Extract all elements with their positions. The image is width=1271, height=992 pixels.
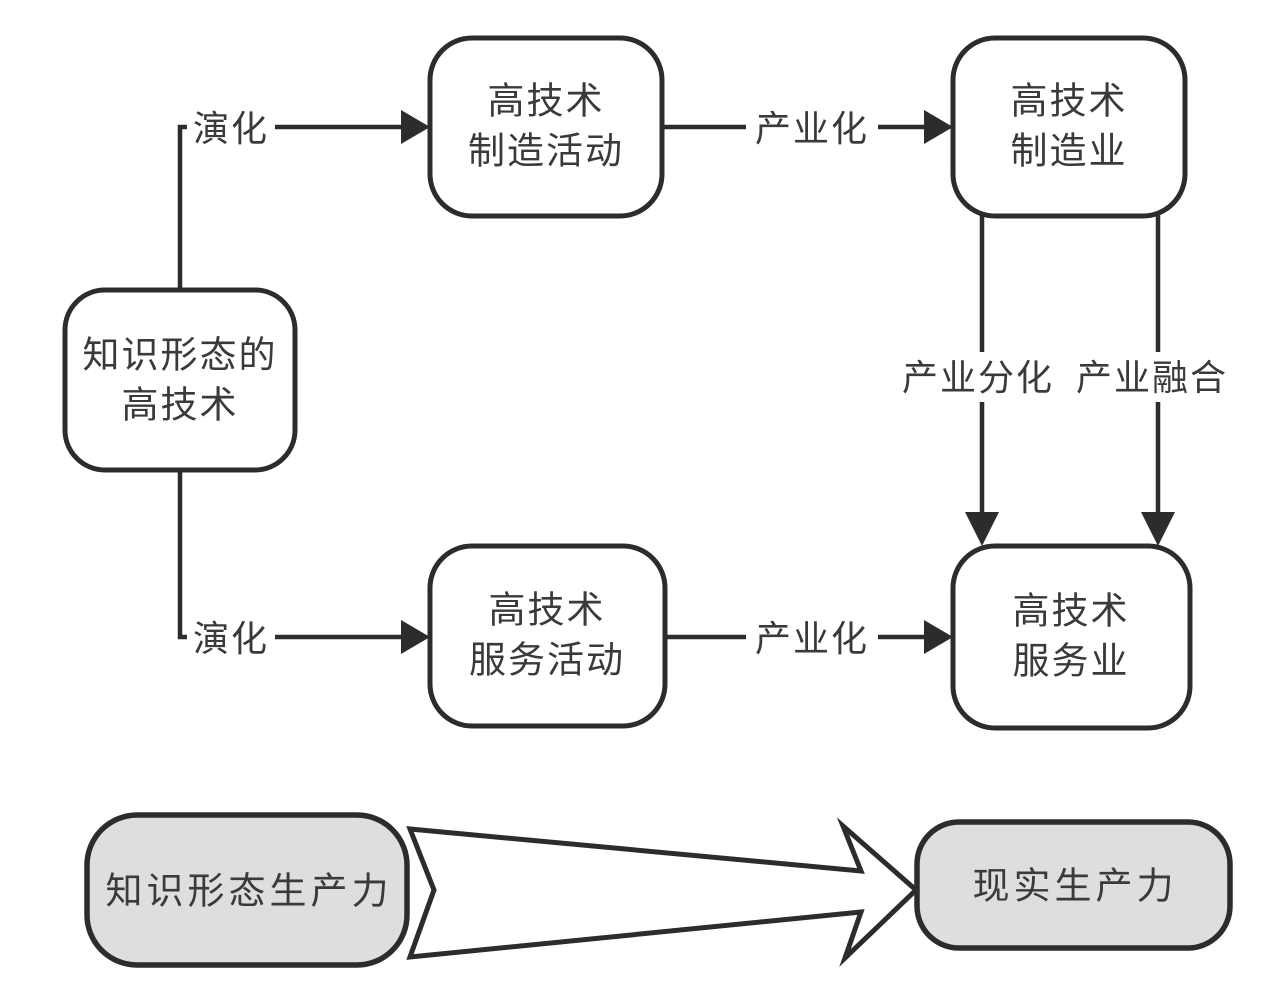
node-knowledge-hightech: 知识形态的 高技术 — [62, 287, 298, 473]
node-label-line1: 高技术 — [1011, 81, 1128, 123]
edge-label-bg — [746, 105, 878, 149]
edge-label-bg — [746, 615, 878, 659]
node-label-line2: 高技术 — [122, 385, 239, 427]
big-transformation-arrow — [406, 817, 920, 967]
node-box — [84, 812, 410, 968]
edge-label-differentiation: 产业分化 — [902, 358, 1054, 398]
arrowhead-right-icon — [401, 110, 430, 144]
edge-label-bg — [1066, 352, 1238, 402]
arrowhead-down-icon — [965, 512, 999, 546]
edge-label-bg — [187, 105, 275, 149]
node-label-line1: 高技术 — [488, 81, 605, 123]
node-real-productivity: 现实生产力 — [914, 819, 1233, 951]
edge-label-bg — [892, 352, 1064, 402]
node-box — [950, 35, 1188, 219]
node-label-line2: 服务业 — [1013, 642, 1130, 683]
node-box — [914, 819, 1233, 951]
gray-node-group: 知识形态生产力 现实生产力 — [84, 812, 1233, 968]
edge-label-fusion: 产业融合 — [1076, 358, 1228, 398]
arrowhead-down-icon — [1141, 512, 1175, 546]
connector-evolution-top — [177, 124, 404, 292]
edge-label-industrialization-bottom: 产业化 — [755, 619, 869, 659]
node-label: 现实生产力 — [973, 866, 1178, 908]
node-label: 知识形态生产力 — [106, 871, 393, 913]
edge-label-industrialization-top: 产业化 — [755, 109, 869, 149]
node-box — [950, 543, 1193, 731]
edge-label-evolution-top: 演化 — [193, 109, 269, 149]
node-mfg-activity: 高技术 制造活动 — [427, 35, 665, 219]
node-box — [427, 543, 668, 729]
node-label-line2: 服务活动 — [469, 641, 625, 682]
node-box — [427, 35, 665, 219]
node-label-line1: 高技术 — [489, 590, 606, 632]
node-box — [62, 287, 298, 473]
node-mfg-industry: 高技术 制造业 — [950, 35, 1188, 219]
node-label-line2: 制造活动 — [468, 132, 624, 173]
node-label-line1: 高技术 — [1013, 591, 1130, 633]
edge-label-evolution-bottom: 演化 — [193, 619, 269, 659]
arrowhead-right-icon — [924, 620, 953, 654]
node-label-line1: 知识形态的 — [83, 335, 278, 377]
node-label-line2: 制造业 — [1011, 132, 1128, 173]
node-svc-industry: 高技术 服务业 — [950, 543, 1193, 731]
edge-label-group: 演化 产业化 演化 产业化 产业分化 产业融合 — [187, 105, 1238, 659]
arrowhead-right-icon — [924, 110, 953, 144]
connector-evolution-bottom — [177, 468, 404, 640]
node-knowledge-productivity: 知识形态生产力 — [84, 812, 410, 968]
edge-label-bg — [187, 615, 275, 659]
arrowhead-right-icon — [401, 620, 430, 654]
node-group: 知识形态的 高技术 高技术 制造活动 高技术 制造业 高技术 服务活动 高技术 — [62, 35, 1193, 731]
node-svc-activity: 高技术 服务活动 — [427, 543, 668, 729]
